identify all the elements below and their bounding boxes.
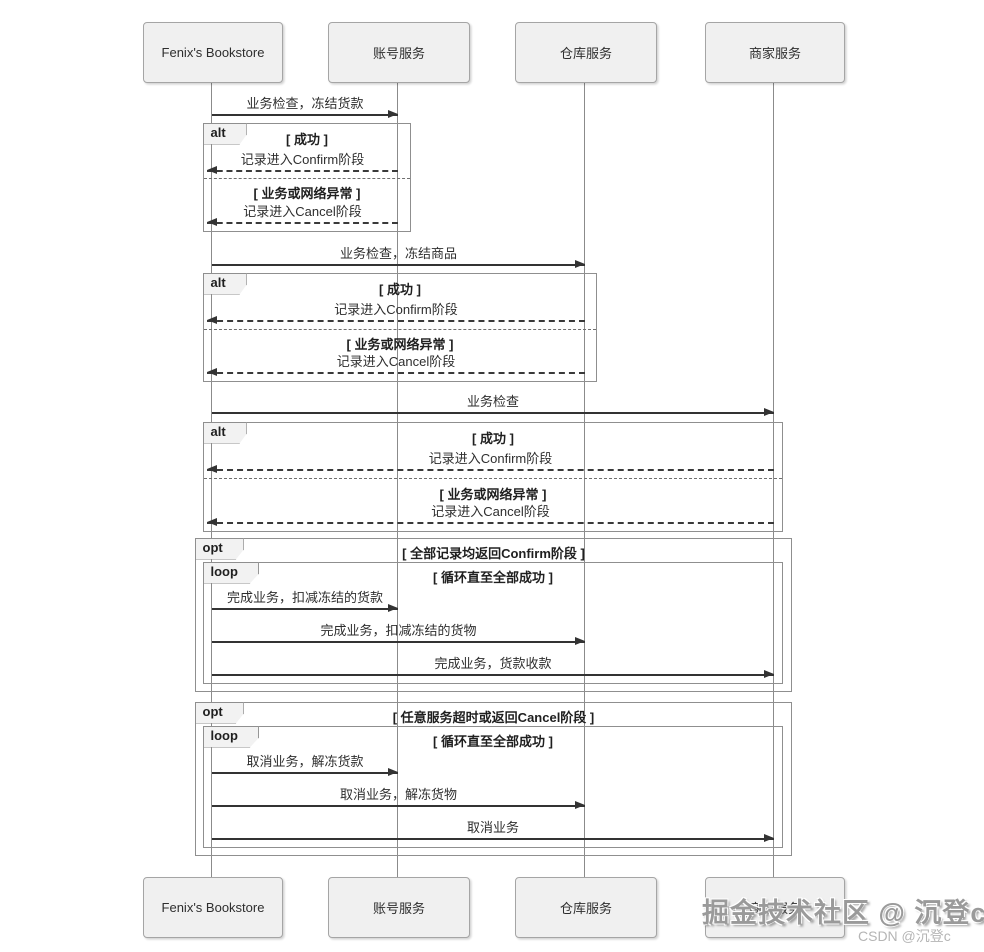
label-cancel-unfreeze-payment: 取消业务，解冻货款 <box>246 754 364 769</box>
alt-divider <box>204 178 410 179</box>
lifeline-account <box>397 81 398 877</box>
arrow-record-confirm <box>207 166 398 174</box>
lifeline-merchant <box>773 81 774 877</box>
guard-success: [ 成功 ] <box>379 282 421 297</box>
lifeline-warehouse <box>584 81 585 877</box>
guard-success: [ 成功 ] <box>472 431 514 446</box>
participant-fenix-top: Fenix's Bookstore <box>143 22 283 83</box>
arrow-record-cancel <box>207 518 774 526</box>
participant-warehouse-top: 仓库服务 <box>515 22 657 83</box>
label-record-confirm: 记录进入Confirm阶段 <box>428 451 553 466</box>
opt-frame-confirm: opt [ 全部记录均返回Confirm阶段 ] <box>194 537 792 692</box>
arrow-complete-deduct-goods <box>212 637 585 645</box>
participant-warehouse-bottom: 仓库服务 <box>515 877 657 938</box>
lifeline-fenix <box>211 81 212 877</box>
label-record-confirm: 记录进入Confirm阶段 <box>240 152 365 167</box>
arrow-check <box>212 408 774 416</box>
loop-tab: loop <box>202 561 259 584</box>
watermark-csdn: CSDN @沉登c <box>858 928 951 944</box>
guard-any-cancel: [ 任意服务超时或返回Cancel阶段 ] <box>392 710 595 725</box>
arrow-record-cancel <box>207 368 585 376</box>
alt-tab: alt <box>202 272 247 295</box>
participant-account-top: 账号服务 <box>328 22 470 83</box>
participant-fenix-bottom: Fenix's Bookstore <box>143 877 283 938</box>
opt-tab: opt <box>194 537 244 560</box>
alt-divider <box>204 478 782 479</box>
guard-exception: [ 业务或网络异常 ] <box>346 337 454 352</box>
arrow-check-freeze-payment <box>212 110 398 118</box>
label-record-confirm: 记录进入Confirm阶段 <box>334 302 458 317</box>
alt-frame-merchant: alt [ 成功 ] [ 业务或网络异常 ] <box>202 421 783 532</box>
arrow-record-confirm <box>207 316 585 324</box>
label-cancel-business: 取消业务 <box>466 820 519 835</box>
loop-frame-confirm: loop [ 循环直至全部成功 ] <box>202 561 783 684</box>
arrow-complete-collect-payment <box>212 670 774 678</box>
arrow-cancel-unfreeze-goods <box>212 801 585 809</box>
label-check-freeze-payment: 业务检查，冻结货款 <box>246 96 364 111</box>
label-complete-deduct-goods: 完成业务，扣减冻结的货物 <box>320 623 477 638</box>
alt-tab: alt <box>202 421 247 444</box>
arrow-cancel-business <box>212 834 774 842</box>
alt-tab: alt <box>202 122 247 145</box>
participant-account-bottom: 账号服务 <box>328 877 470 938</box>
arrow-cancel-unfreeze-payment <box>212 768 398 776</box>
arrow-check-freeze-goods <box>212 260 585 268</box>
participant-merchant-top: 商家服务 <box>705 22 845 83</box>
opt-frame-cancel: opt [ 任意服务超时或返回Cancel阶段 ] <box>194 701 792 856</box>
alt-divider <box>204 329 596 330</box>
label-record-cancel: 记录进入Cancel阶段 <box>431 504 550 519</box>
label-check-freeze-goods: 业务检查，冻结商品 <box>339 246 457 261</box>
guard-exception: [ 业务或网络异常 ] <box>253 186 361 201</box>
alt-frame-warehouse: alt [ 成功 ] [ 业务或网络异常 ] <box>202 272 597 382</box>
label-cancel-unfreeze-goods: 取消业务，解冻货物 <box>339 787 457 802</box>
loop-frame-cancel: loop [ 循环直至全部成功 ] <box>202 725 783 848</box>
guard-loop: [ 循环直至全部成功 ] <box>433 734 553 749</box>
label-complete-deduct-payment: 完成业务，扣减冻结的货款 <box>226 590 383 605</box>
participant-merchant-bottom: 商家服务 <box>705 877 845 938</box>
label-check: 业务检查 <box>466 394 519 409</box>
opt-tab: opt <box>194 701 244 724</box>
guard-loop: [ 循环直至全部成功 ] <box>433 570 553 585</box>
label-record-cancel: 记录进入Cancel阶段 <box>336 354 456 369</box>
label-record-cancel: 记录进入Cancel阶段 <box>243 204 362 219</box>
arrow-record-cancel <box>207 218 398 226</box>
loop-tab: loop <box>202 725 259 748</box>
label-complete-collect-payment: 完成业务，货款收款 <box>434 656 552 671</box>
guard-all-confirm: [ 全部记录均返回Confirm阶段 ] <box>402 546 585 561</box>
watermark-juejin: 掘金技术社区 @ 沉登c <box>702 898 984 928</box>
arrow-complete-deduct-payment <box>212 604 398 612</box>
arrow-record-confirm <box>207 465 774 473</box>
guard-success: [ 成功 ] <box>286 132 328 147</box>
guard-exception: [ 业务或网络异常 ] <box>439 487 547 502</box>
alt-frame-account: alt [ 成功 ] [ 业务或网络异常 ] <box>202 122 411 232</box>
